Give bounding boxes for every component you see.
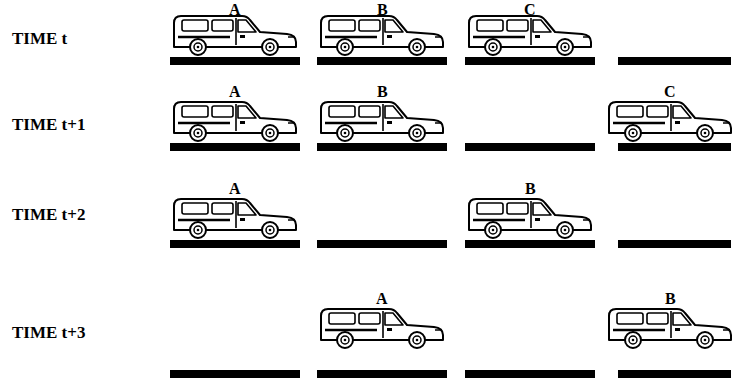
- car-label: A: [229, 2, 241, 18]
- cars: [174, 16, 731, 348]
- car-label: A: [229, 181, 241, 197]
- car-label: A: [376, 291, 388, 307]
- car-label: B: [377, 2, 388, 18]
- car-label: B: [377, 84, 388, 100]
- time-label: TIME t+3: [12, 324, 85, 341]
- car-label: B: [665, 291, 676, 307]
- car-label: A: [229, 84, 241, 100]
- time-label: TIME t: [12, 30, 67, 47]
- car-label: C: [664, 84, 676, 100]
- time-label: TIME t+2: [12, 206, 85, 223]
- car-label: C: [524, 2, 536, 18]
- car-label: B: [525, 181, 536, 197]
- time-label: TIME t+1: [12, 116, 85, 133]
- road-bars: [170, 57, 731, 378]
